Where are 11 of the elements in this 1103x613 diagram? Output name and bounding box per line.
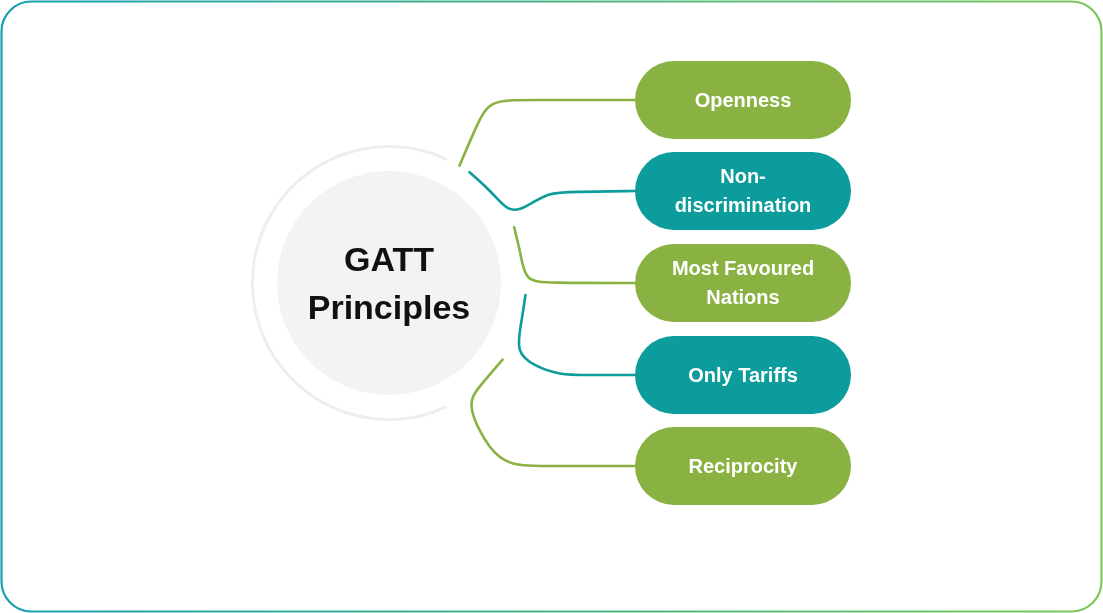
pill-label: Only Tariffs bbox=[688, 362, 798, 388]
connector-line bbox=[468, 170, 637, 212]
hub-title: GATT Principles bbox=[306, 239, 472, 328]
pill-label: Reciprocity bbox=[688, 453, 798, 479]
connector-line bbox=[470, 358, 637, 468]
connector-line bbox=[512, 226, 637, 285]
pill-label: Most Favoured Nations bbox=[670, 256, 816, 310]
pill-label: Non-discrimination bbox=[673, 164, 813, 218]
connector-line bbox=[458, 98, 637, 167]
pill-label: Openness bbox=[694, 87, 792, 113]
connector-line bbox=[517, 293, 637, 377]
